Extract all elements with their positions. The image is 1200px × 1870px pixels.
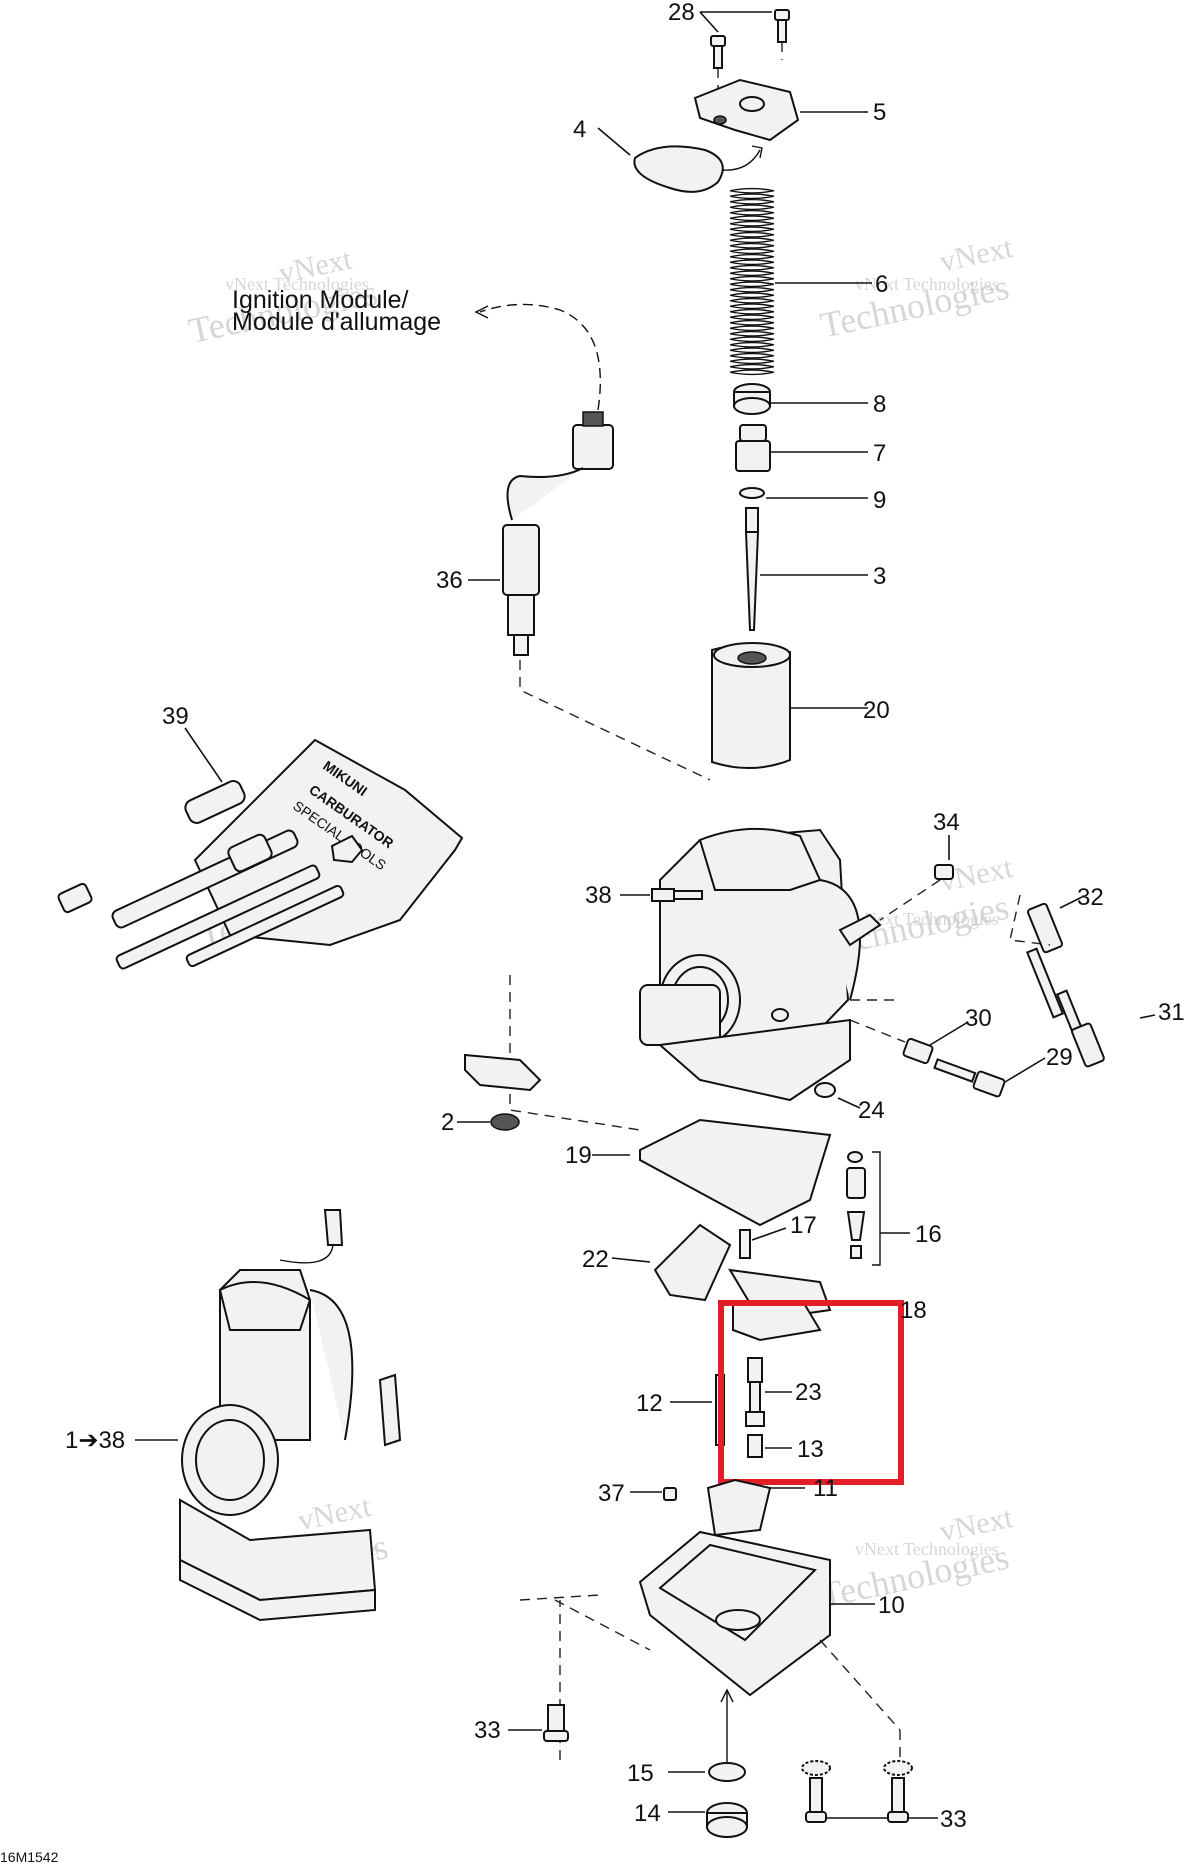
callout-4: 4 xyxy=(573,116,586,143)
assembled-carburetor-1-38 xyxy=(135,1209,402,1622)
carburetor-body xyxy=(509,827,900,1131)
callout-13: 13 xyxy=(797,1436,824,1463)
needle-holder-7 xyxy=(735,424,868,472)
screw-31 xyxy=(1055,989,1156,1068)
callout-39: 39 xyxy=(162,703,189,730)
callout-9: 9 xyxy=(873,487,886,514)
callout-16: 16 xyxy=(915,1221,942,1248)
bracket-2 xyxy=(457,1053,542,1131)
baffle-18 xyxy=(732,1304,822,1342)
callout-34: 34 xyxy=(933,809,960,836)
callout-14: 14 xyxy=(634,1800,661,1827)
callout-2: 2 xyxy=(441,1109,454,1136)
o-ring-15 xyxy=(668,1688,746,1782)
ignition-arrow xyxy=(474,303,601,411)
main-jet-13 xyxy=(747,1434,792,1458)
gasket-19 xyxy=(592,1118,832,1227)
float-bowl-10 xyxy=(519,1530,901,1780)
float-arm-11 xyxy=(706,1478,805,1537)
watermark-small-4: vNext Technologies xyxy=(855,909,999,929)
part-12 xyxy=(670,1374,725,1446)
screws-28 xyxy=(699,9,790,88)
callout-8: 8 xyxy=(873,391,886,418)
watermark-small-6: vNext Technologies xyxy=(855,1539,999,1559)
callout-10: 10 xyxy=(878,1592,905,1619)
spring-6 xyxy=(729,187,872,376)
float-valve-16 xyxy=(846,1151,910,1266)
throttle-slide-20 xyxy=(711,642,868,769)
callout-36: 36 xyxy=(436,567,463,594)
callout-7: 7 xyxy=(873,440,886,467)
callout-17: 17 xyxy=(790,1212,817,1239)
callout-18: 18 xyxy=(900,1297,927,1324)
watermark-small-1: vNext Technologies xyxy=(225,274,369,294)
o-ring-4 xyxy=(597,127,763,193)
callout-labels: 28 5 4 6 8 7 9 36 3 20 39 34 38 32 31 30… xyxy=(65,0,1185,1833)
pilot-screw-38 xyxy=(620,888,703,902)
callout-29: 29 xyxy=(1046,1044,1073,1071)
plug-24 xyxy=(814,1082,861,1109)
ignition-module-label-en: Ignition Module/ xyxy=(232,286,409,314)
needle-3 xyxy=(744,507,868,631)
callout-33-left: 33 xyxy=(474,1717,501,1744)
screw-33-right xyxy=(801,1760,938,1823)
screw-33-left xyxy=(508,1704,569,1742)
callout-6: 6 xyxy=(875,271,888,298)
callout-30: 30 xyxy=(965,1005,992,1032)
air-screw-32 xyxy=(1009,894,1083,1019)
drain-plug-14 xyxy=(668,1802,748,1838)
callout-15: 15 xyxy=(627,1760,654,1787)
ignition-module-label-fr: Module d'allumage xyxy=(232,308,441,336)
screw-37 xyxy=(630,1487,677,1501)
callout-5: 5 xyxy=(873,99,886,126)
callout-24: 24 xyxy=(858,1097,885,1124)
callout-1-38: 1➔38 xyxy=(65,1427,125,1454)
clip-9 xyxy=(739,487,868,499)
callout-32: 32 xyxy=(1077,884,1104,911)
callout-11: 11 xyxy=(813,1475,838,1502)
figure-code: 16M1542 xyxy=(0,1849,59,1865)
callout-3: 3 xyxy=(873,563,886,590)
callout-22: 22 xyxy=(582,1246,609,1273)
callout-19: 19 xyxy=(565,1142,592,1169)
throttle-sensor-36 xyxy=(468,411,711,781)
screw-34 xyxy=(879,835,954,921)
pin-17 xyxy=(739,1227,787,1259)
callout-31: 31 xyxy=(1158,999,1185,1026)
callout-28: 28 xyxy=(668,0,695,26)
watermark-small-2: vNext Technologies xyxy=(855,274,999,294)
callout-12: 12 xyxy=(636,1390,663,1417)
collar-8 xyxy=(733,383,868,415)
spring-30 xyxy=(849,1019,969,1065)
highlight-box xyxy=(718,1300,904,1485)
callout-38: 38 xyxy=(585,882,612,909)
tool-kit-39: MIKUNI CARBURATOR SPECIAL TOOLS xyxy=(57,727,464,970)
needle-jet-23 xyxy=(745,1357,792,1427)
callout-23: 23 xyxy=(795,1379,822,1406)
callout-37: 37 xyxy=(598,1480,625,1507)
idle-screw-29 xyxy=(933,1057,1046,1098)
callout-20: 20 xyxy=(863,697,890,724)
callout-33-right: 33 xyxy=(940,1806,967,1833)
top-cap-5 xyxy=(693,78,868,142)
